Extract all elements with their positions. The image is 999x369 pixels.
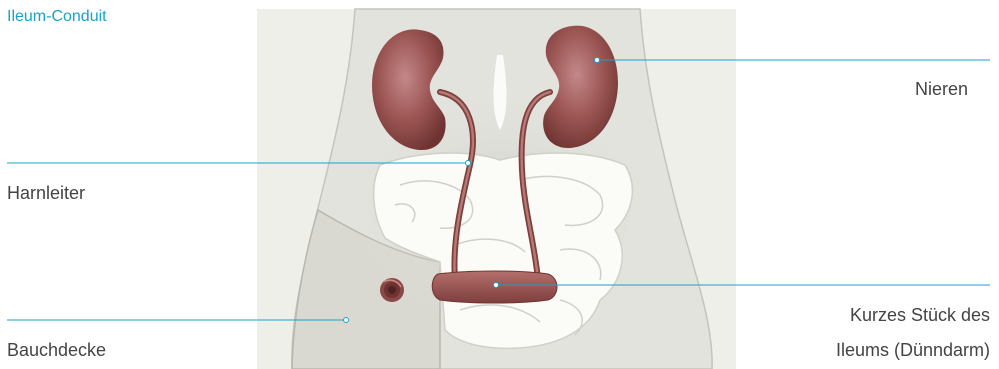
- label-ileum-line2: Ileums (Dünndarm): [836, 339, 990, 361]
- label-bauchdecke: Bauchdecke: [7, 339, 106, 361]
- label-ileum-line1: Kurzes Stück des: [850, 304, 990, 326]
- label-nieren: Nieren: [915, 78, 968, 100]
- label-harnleiter: Harnleiter: [7, 182, 85, 204]
- stoma: [380, 278, 404, 302]
